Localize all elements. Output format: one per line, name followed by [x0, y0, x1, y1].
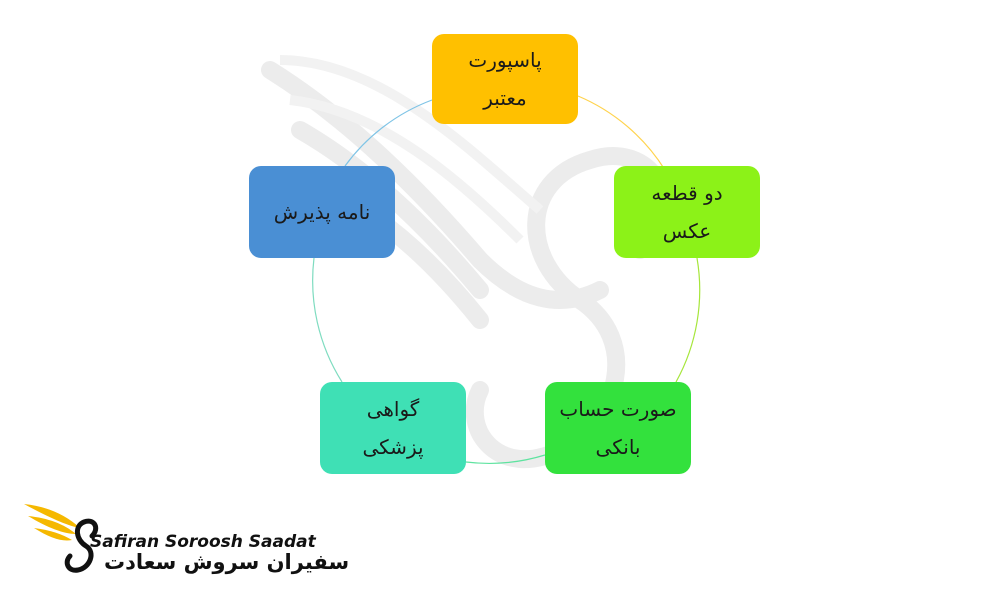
brand-name-en: Safiran Soroosh Saadat — [90, 532, 316, 552]
swan-logo-icon — [24, 504, 99, 573]
node-acceptance-letter: نامه پذیرش — [249, 166, 395, 258]
ring-segment-passport-photos — [577, 95, 666, 171]
node-passport: پاسپورت معتبر — [432, 34, 578, 124]
brand-logo: Safiran Soroosh Saadat سفیران سروش سعادت — [20, 492, 349, 582]
ring-segment-bank-medical — [465, 454, 546, 465]
node-photos: دو قطعه عکس — [614, 166, 760, 258]
ring-segment-medical-letter — [312, 257, 343, 383]
ring-segment-photos-bank — [675, 257, 701, 383]
node-bank-statement: صورت حساب بانکی — [545, 382, 691, 474]
brand-name-fa: سفیران سروش سعادت — [104, 550, 350, 574]
ring-segment-letter-passport — [344, 99, 433, 167]
node-medical-certificate: گواهی پزشکی — [320, 382, 466, 474]
